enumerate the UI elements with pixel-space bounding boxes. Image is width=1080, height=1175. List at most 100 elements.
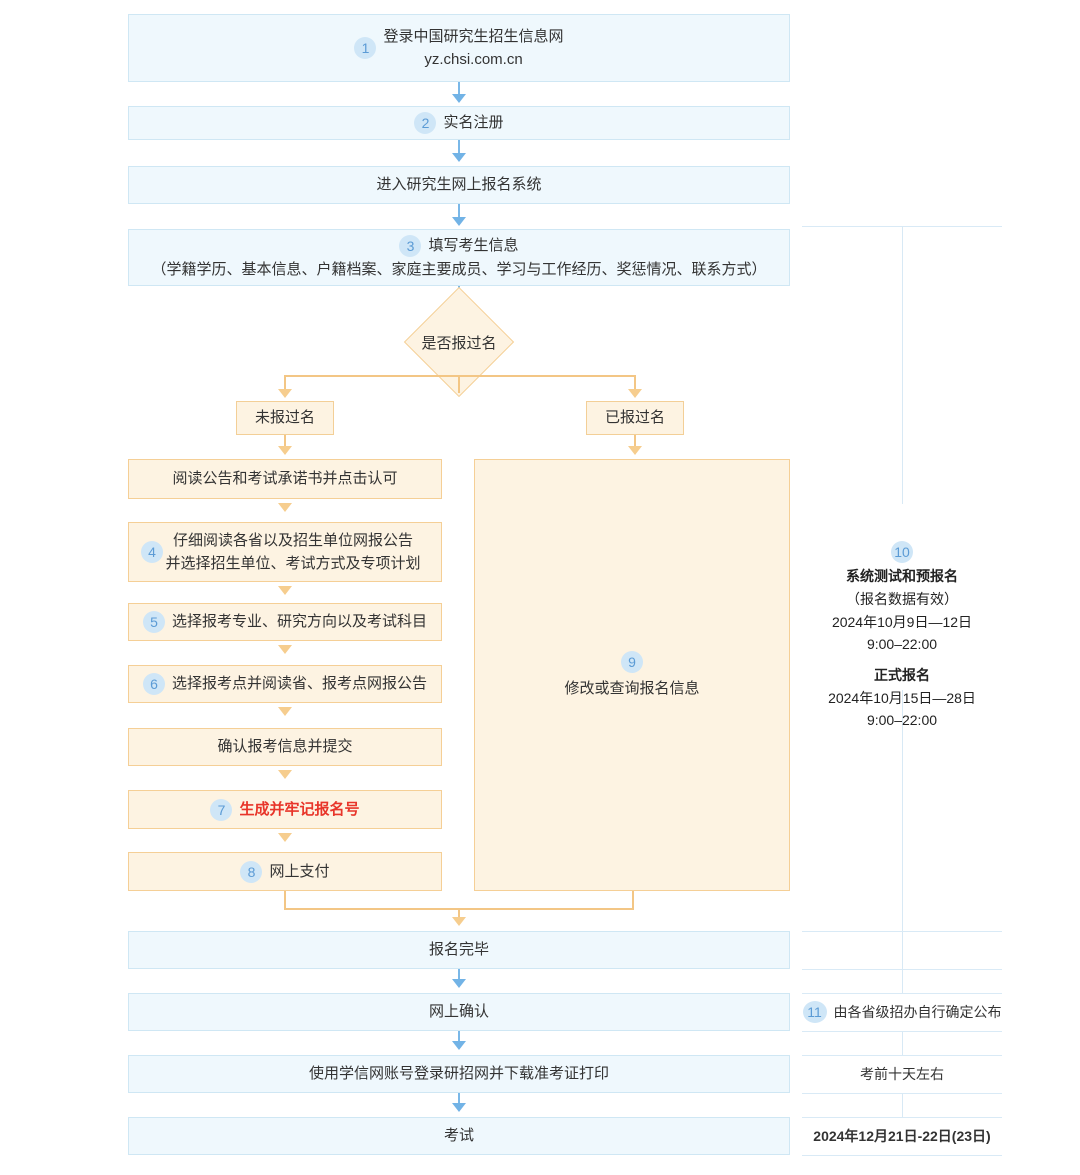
left-step-select-institution-line2: 并选择招生单位、考试方式及专项计划 <box>165 555 421 572</box>
step-number-badge: 8 <box>240 860 263 883</box>
connector-arrow <box>278 833 292 842</box>
left-step-select-exam-site-box[interactable]: 6 选择报考点并阅读省、报考点网报公告 <box>128 665 442 703</box>
connector-line <box>634 435 636 448</box>
left-step-select-major-box[interactable]: 5 选择报考专业、研究方向以及考试科目 <box>128 603 442 641</box>
branch-label-already-registered[interactable]: 已报过名 <box>586 401 684 435</box>
connector-line <box>458 140 460 156</box>
decision-diamond-label: 是否报过名 <box>421 334 497 352</box>
timeline-row-registration-complete <box>802 931 1002 969</box>
left-step-read-announcement-box[interactable]: 阅读公告和考试承诺书并点击认可 <box>128 459 442 499</box>
left-step-read-announcement-label: 阅读公告和考试承诺书并点击认可 <box>172 470 398 488</box>
step-fill-candidate-info-box[interactable]: 3 填写考生信息 （学籍学历、基本信息、户籍档案、家庭主要成员、学习与工作经历、… <box>128 229 790 286</box>
left-step-confirm-submit-label: 确认报考信息并提交 <box>217 738 353 756</box>
connector-arrow <box>278 389 292 398</box>
timeline-formal-registration-title: 正式报名 <box>874 666 930 683</box>
connector-arrow <box>278 446 292 455</box>
timeline-rule <box>802 1117 1002 1118</box>
connector-arrow <box>278 586 292 595</box>
timeline-row-exam-date-text: 2024年12月21日-22日(23日) <box>813 1128 991 1144</box>
connector-line <box>458 82 460 98</box>
connector-line <box>284 435 286 448</box>
bottom-step-download-admission-ticket-box[interactable]: 使用学信网账号登录研招网并下载准考证打印 <box>128 1055 790 1093</box>
timeline-axis-rows <box>902 1093 903 1117</box>
timeline-row-exam-date: 2024年12月21日-22日(23日) <box>802 1117 1002 1155</box>
bottom-step-exam-label: 考试 <box>443 1127 474 1145</box>
step-number-badge: 11 <box>802 1001 827 1023</box>
timeline-pre-registration-note: （报名数据有效） <box>846 590 958 607</box>
bottom-step-online-confirmation-box[interactable]: 网上确认 <box>128 993 790 1031</box>
timeline-axis-rows <box>902 969 903 993</box>
timeline-row-admission-ticket: 考前十天左右 <box>802 1055 1002 1093</box>
right-step-modify-query-box[interactable]: 9 修改或查询报名信息 <box>474 459 790 891</box>
step-fill-candidate-info-title: 填写考生信息 <box>428 237 519 255</box>
left-step-confirm-submit-box[interactable]: 确认报考信息并提交 <box>128 728 442 766</box>
branch-right-drop <box>634 375 636 393</box>
step-number-badge: 9 <box>620 650 643 673</box>
branch-split-stem <box>458 375 460 393</box>
left-step-select-institution-box[interactable]: 4 仔细阅读各省以及招生单位网报公告 并选择招生单位、考试方式及专项计划 <box>128 522 442 582</box>
step-login-url: yz.chsi.com.cn <box>424 51 523 68</box>
step-login-box[interactable]: 1 登录中国研究生招生信息网 yz.chsi.com.cn <box>128 14 790 82</box>
bottom-step-online-confirmation-label: 网上确认 <box>428 1003 489 1021</box>
timeline-registration-block: 10 系统测试和预报名 （报名数据有效） 2024年10月9日—12日 9:00… <box>772 540 1032 732</box>
connector-line <box>458 204 460 220</box>
timeline-axis-rows <box>902 1031 903 1055</box>
timeline-rule <box>802 1055 1002 1056</box>
timeline-row-admission-ticket-text: 考前十天左右 <box>860 1066 944 1082</box>
connector-arrow <box>452 1103 466 1112</box>
connector-arrow <box>278 770 292 779</box>
timeline-row-online-confirmation-text: 由各省级招办自行确定公布 <box>833 1004 1002 1020</box>
left-step-select-exam-site-label: 选择报考点并阅读省、报考点网报公告 <box>171 675 427 693</box>
step-realname-register-box[interactable]: 2 实名注册 <box>128 106 790 140</box>
connector-arrow <box>452 979 466 988</box>
bottom-step-exam-box[interactable]: 考试 <box>128 1117 790 1155</box>
timeline-axis-lower <box>902 690 903 970</box>
step-number-badge: 1 <box>354 37 377 59</box>
connector-arrow <box>452 917 466 926</box>
step-number-badge: 10 <box>891 541 913 564</box>
connector-arrow <box>278 707 292 716</box>
step-number-badge: 4 <box>141 541 163 563</box>
timeline-rule <box>802 1155 1002 1156</box>
connector-arrow <box>452 1041 466 1050</box>
branch-label-not-registered-text: 未报过名 <box>254 409 315 427</box>
connector-arrow <box>452 94 466 103</box>
connector-line <box>458 969 460 980</box>
connector-arrow <box>452 217 466 226</box>
step-realname-register-label: 实名注册 <box>443 114 504 132</box>
left-step-select-institution-line1: 仔细阅读各省以及招生单位网报公告 <box>172 531 413 549</box>
connector-arrow <box>628 389 642 398</box>
timeline-pre-registration-time: 9:00–22:00 <box>866 636 938 653</box>
branch-split-bar <box>285 375 635 377</box>
connector-line <box>458 1031 460 1042</box>
step-number-badge: 6 <box>142 673 165 695</box>
timeline-axis-upper <box>902 226 903 504</box>
right-step-modify-query-label: 修改或查询报名信息 <box>564 680 700 697</box>
connector-arrow <box>278 645 292 654</box>
timeline-pre-registration-title: 系统测试和预报名 <box>846 568 958 585</box>
timeline-formal-registration-date: 2024年10月15日—28日 <box>828 689 976 706</box>
timeline-rule <box>802 993 1002 994</box>
connector-arrow <box>452 153 466 162</box>
branch-label-not-registered[interactable]: 未报过名 <box>236 401 334 435</box>
timeline-rule <box>802 931 1002 932</box>
step-enter-system-box[interactable]: 进入研究生网上报名系统 <box>128 166 790 204</box>
left-step-online-payment-box[interactable]: 8 网上支付 <box>128 852 442 891</box>
step-number-badge: 3 <box>399 234 422 257</box>
step-number-badge: 5 <box>142 611 165 633</box>
left-step-generate-registration-number-label: 生成并牢记报名号 <box>239 800 360 818</box>
timeline-formal-registration-time: 9:00–22:00 <box>866 712 938 729</box>
branch-label-already-registered-text: 已报过名 <box>604 409 665 427</box>
left-step-select-major-label: 选择报考专业、研究方向以及考试科目 <box>171 613 427 631</box>
left-step-generate-registration-number-box[interactable]: 7 生成并牢记报名号 <box>128 790 442 829</box>
bottom-step-registration-complete-box[interactable]: 报名完毕 <box>128 931 790 969</box>
connector-arrow <box>628 446 642 455</box>
page-title: 中国研究生招生信息网网上报名流程图 <box>0 21 1 22</box>
step-number-badge: 7 <box>210 798 233 821</box>
timeline-row-online-confirmation: 11 由各省级招办自行确定公布 <box>802 993 1002 1031</box>
step-login-line1: 登录中国研究生招生信息网 <box>383 27 564 45</box>
left-step-online-payment-label: 网上支付 <box>269 862 330 880</box>
bottom-step-download-admission-ticket-label: 使用学信网账号登录研招网并下载准考证打印 <box>308 1065 609 1083</box>
step-fill-candidate-info-detail: （学籍学历、基本信息、户籍档案、家庭主要成员、学习与工作经历、奖惩情况、联系方式… <box>151 260 767 278</box>
